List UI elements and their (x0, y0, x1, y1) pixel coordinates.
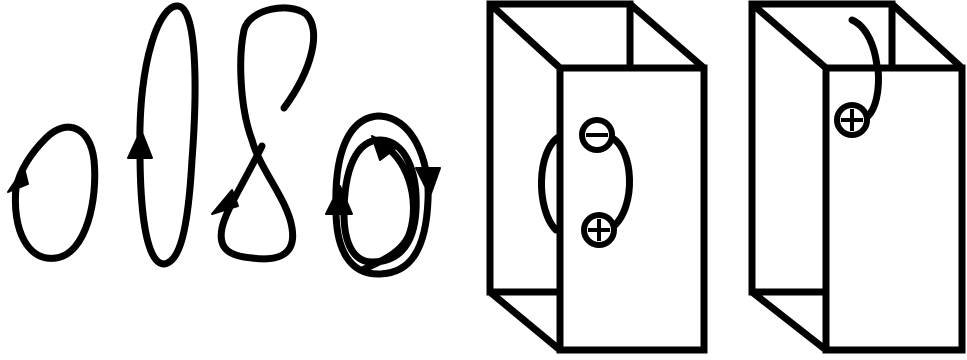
box1-front-wire (608, 134, 633, 230)
box-with-two-charges (486, 0, 708, 354)
box2-positive-charge (834, 102, 870, 138)
elongated-loop (127, 2, 199, 268)
box1-edge-top-right (626, 0, 708, 72)
box2-edge-top-left (748, 0, 830, 72)
box1-edge-bottom-left (486, 288, 564, 354)
simple-loop-curve (11, 123, 99, 262)
box1-hidden-wire (538, 132, 564, 234)
double-loop-cross-stroke (358, 138, 417, 274)
double-loop-top-arrowhead (371, 135, 397, 161)
box1-positive-charge (581, 212, 617, 248)
double-loop-right-arrowhead (415, 167, 441, 197)
simple-loop (7, 123, 99, 262)
simple-loop-arrowhead (7, 167, 29, 193)
box2-edge-top-right (888, 0, 966, 72)
elongated-loop-arrowhead (127, 129, 153, 159)
double-loop-left-arrowhead (325, 185, 353, 215)
box1-front-face (556, 64, 708, 354)
figure-eight-loop (211, 4, 318, 263)
box-with-one-charge (748, 0, 966, 354)
box1-negative-charge (579, 117, 615, 153)
figure-eight-upper-stroke (237, 4, 318, 144)
box1-edge-top-left (486, 0, 564, 72)
figure-eight-arrowhead (211, 189, 239, 215)
elongated-loop-curve (136, 2, 199, 268)
box2-edge-bottom-left (748, 288, 830, 354)
double-wound-loop (325, 112, 441, 278)
